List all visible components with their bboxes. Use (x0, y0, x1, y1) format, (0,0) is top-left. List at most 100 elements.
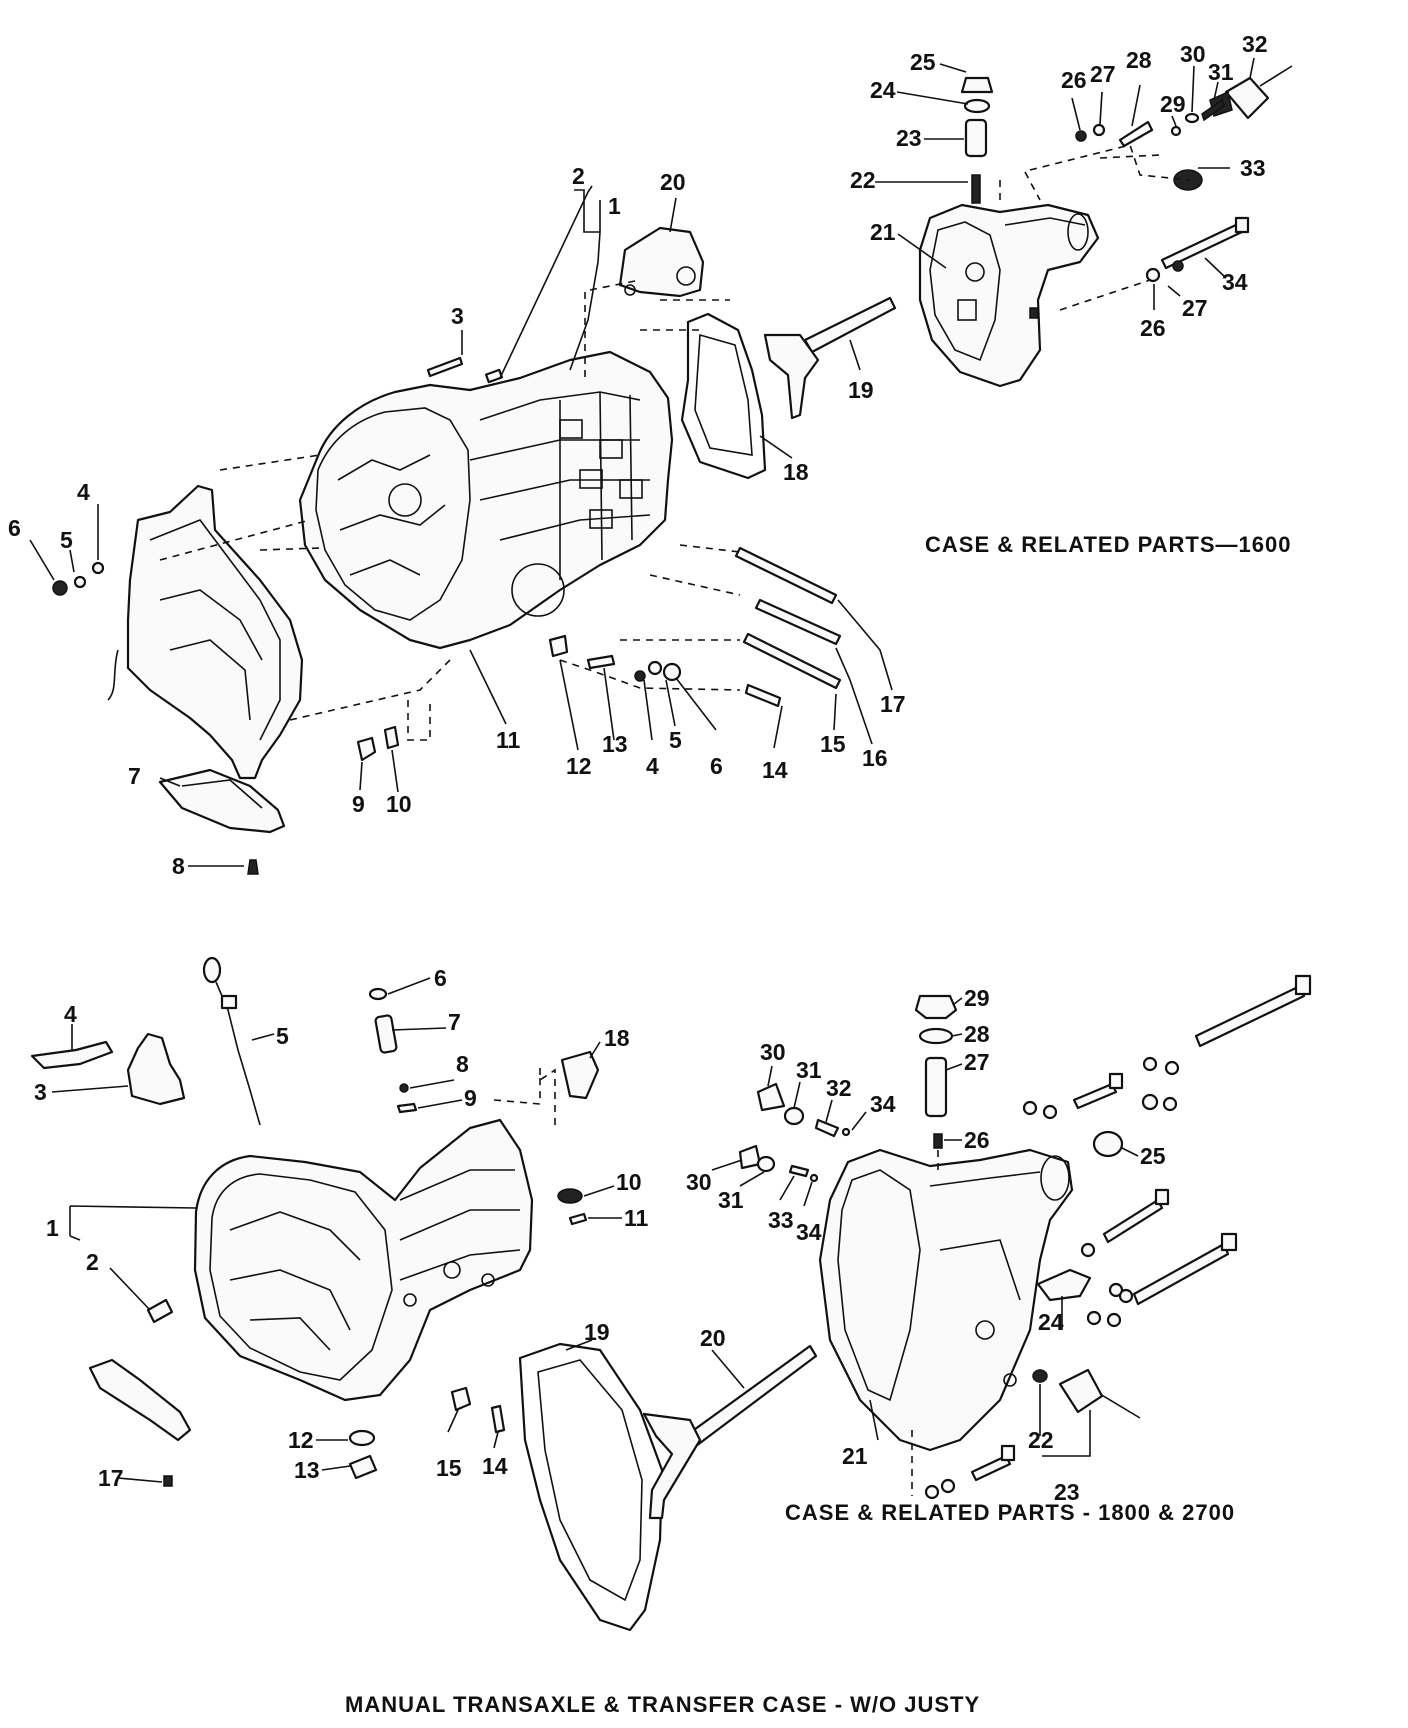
clutch-housing-cover (107, 484, 304, 780)
plug-part-8 (247, 859, 259, 875)
extension-case-part-21 (918, 203, 1100, 388)
callout-7: 7 (448, 1009, 461, 1035)
plug-part-10 (557, 1188, 583, 1204)
callout-26b: 26 (1140, 315, 1166, 341)
switch-part-23 (1058, 1368, 1141, 1419)
bracket-part-24 (1036, 1268, 1092, 1302)
callout-27b: 27 (1182, 295, 1208, 321)
bolt-part-16 (754, 598, 842, 646)
callout-32: 32 (1242, 31, 1268, 57)
callout-3: 3 (34, 1079, 47, 1105)
callout-22: 22 (1028, 1427, 1054, 1453)
bolt-part-15 (742, 632, 842, 690)
callout-4b: 4 (646, 753, 659, 779)
callout-10: 10 (386, 791, 412, 817)
washer-part-22 (1032, 1369, 1048, 1383)
diagram-1800-2700: 1 2 3 4 5 6 7 8 9 10 11 12 13 14 15 17 1… (30, 956, 1312, 1632)
bracket-part-20 (618, 226, 705, 298)
callout-18: 18 (783, 459, 809, 485)
spring-part-9 (396, 1102, 418, 1114)
seal-part-25 (1092, 1130, 1124, 1158)
washer-part-6 (368, 987, 388, 1001)
callout-17: 17 (880, 691, 906, 717)
callout-30-bottom: 30 (686, 1169, 712, 1195)
callout-24: 24 (1038, 1309, 1064, 1335)
bolt-head-part-34 (1234, 216, 1250, 234)
callout-17: 17 (98, 1465, 124, 1491)
pin-part-34-top (841, 1127, 851, 1137)
shift-shaft-part-19 (763, 296, 897, 420)
callout-21: 21 (870, 219, 896, 245)
callout-34-top: 34 (870, 1091, 896, 1117)
callout-30: 30 (1180, 41, 1206, 67)
transaxle-case-1600 (298, 350, 674, 650)
gasket-part-28 (918, 1027, 954, 1045)
plug-part-13 (348, 1454, 378, 1480)
extension-case-part-21 (818, 1148, 1074, 1452)
washer-part-31-bottom (756, 1155, 776, 1173)
callout-5: 5 (60, 527, 73, 553)
callout-1: 1 (608, 193, 621, 219)
bracket-part-18 (560, 1050, 600, 1100)
callout-22: 22 (850, 167, 876, 193)
cap-part-30-top (756, 1082, 786, 1112)
bolt-part-17 (734, 546, 838, 605)
callout-29: 29 (1160, 91, 1186, 117)
plate-part-17 (88, 1358, 192, 1487)
bolt-part-2 (146, 1298, 174, 1324)
bolt-part-14 (490, 1404, 506, 1434)
callout-14: 14 (762, 757, 788, 783)
transaxle-case-1800 (193, 1118, 534, 1402)
callout-20: 20 (660, 169, 686, 195)
callout-26: 26 (1061, 67, 1087, 93)
callout-21: 21 (842, 1443, 868, 1469)
plunger-part-27 (924, 1056, 948, 1118)
callout-11: 11 (624, 1205, 649, 1231)
washer-part-31-top (783, 1106, 805, 1126)
callout-4: 4 (64, 1001, 77, 1027)
callout-25: 25 (1140, 1143, 1166, 1169)
washer-part-5-left (73, 575, 87, 589)
page-title: MANUAL TRANSAXLE & TRANSFER CASE - W/O J… (345, 1692, 981, 1717)
callout-2: 2 (86, 1249, 99, 1275)
callout-31-top: 31 (796, 1057, 822, 1083)
bracket-part-10 (383, 725, 400, 750)
bolt-part-13 (586, 654, 616, 670)
callout-26: 26 (964, 1127, 990, 1153)
callout-13: 13 (602, 731, 628, 757)
bolt-part-14 (744, 683, 782, 708)
callout-34: 34 (1222, 269, 1248, 295)
callout-12: 12 (288, 1427, 314, 1453)
callout-15: 15 (820, 731, 846, 757)
bolt-part-11 (568, 1212, 588, 1226)
cap-part-15 (450, 1386, 472, 1412)
callouts-1600: 2 1 3 4 5 6 7 8 9 10 11 12 13 4 5 6 14 1… (8, 31, 1268, 879)
stud-part-4-left (91, 561, 105, 575)
nut-part-6-right (662, 662, 682, 682)
callout-24: 24 (870, 77, 896, 103)
dipstick-part-5 (202, 956, 261, 1126)
washer-part-5-right (647, 660, 663, 676)
callout-25: 25 (910, 49, 936, 75)
dust-cover-part-7 (158, 768, 286, 834)
callout-6: 6 (8, 515, 21, 541)
seal-part-12 (348, 1429, 376, 1447)
pin-part-2 (484, 368, 504, 384)
callout-11: 11 (496, 727, 521, 753)
callout-15: 15 (436, 1455, 462, 1481)
callout-13: 13 (294, 1457, 320, 1483)
plunger-stack-22-25 (960, 76, 994, 204)
leaders-1800 (51, 977, 1139, 1483)
bolt-part-34 (1160, 222, 1244, 270)
callout-3: 3 (451, 303, 464, 329)
pin-part-33 (788, 1164, 810, 1178)
gasket-inner-part-19 (537, 1359, 643, 1602)
diagram-1600: 2 1 3 4 5 6 7 8 9 10 11 12 13 4 5 6 14 1… (8, 31, 1293, 879)
callout-18: 18 (604, 1025, 630, 1051)
clip-part-12 (548, 634, 569, 658)
callout-8: 8 (172, 853, 185, 879)
callout-31-bottom: 31 (718, 1187, 744, 1213)
leaders-1600 (29, 57, 1255, 867)
callout-14: 14 (482, 1453, 508, 1479)
